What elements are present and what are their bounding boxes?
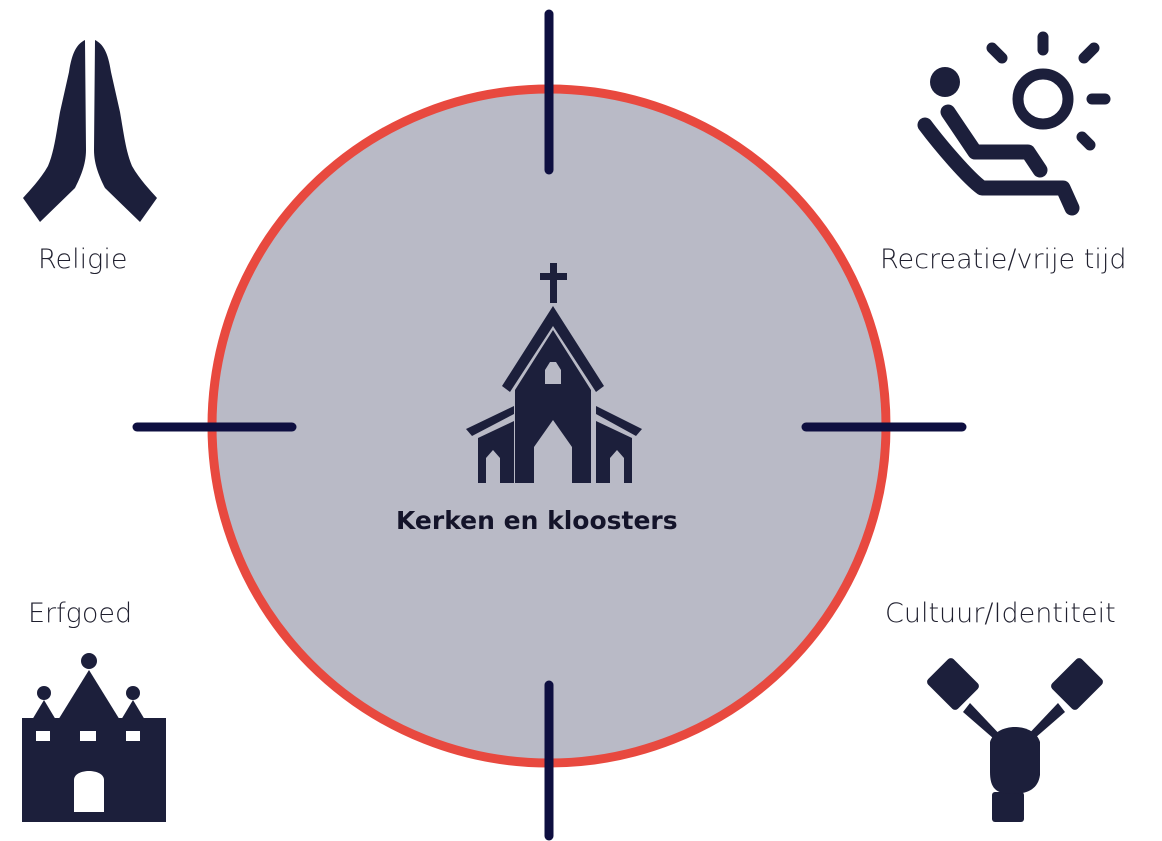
relaxing-person-sun-icon xyxy=(917,31,1111,216)
theme-label-recreatie: Recreatie/vrije tijd xyxy=(880,244,1127,275)
castle-icon xyxy=(22,653,166,822)
theme-label-religie: Religie xyxy=(38,244,128,275)
crosshair xyxy=(132,9,967,841)
joined-hands-icon xyxy=(927,658,1103,822)
center-title: Kerken en kloosters xyxy=(396,506,678,535)
praying-hands-icon xyxy=(23,40,157,222)
central-circle xyxy=(207,84,891,768)
theme-label-cultuur: Cultuur/Identiteit xyxy=(885,598,1116,629)
theme-label-erfgoed: Erfgoed xyxy=(28,598,133,629)
church-icon xyxy=(466,263,642,483)
